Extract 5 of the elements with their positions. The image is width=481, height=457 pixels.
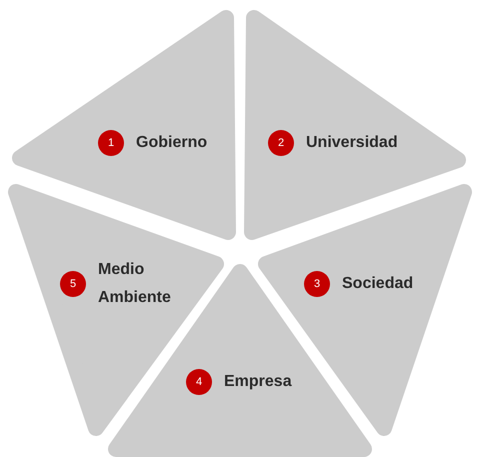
segment-label: Empresa <box>224 372 292 392</box>
segment-label: Universidad <box>306 133 398 153</box>
segment-label: Gobierno <box>136 133 208 153</box>
segment-label: Sociedad <box>342 274 414 294</box>
segment-label: Medio Ambiente <box>98 260 172 308</box>
